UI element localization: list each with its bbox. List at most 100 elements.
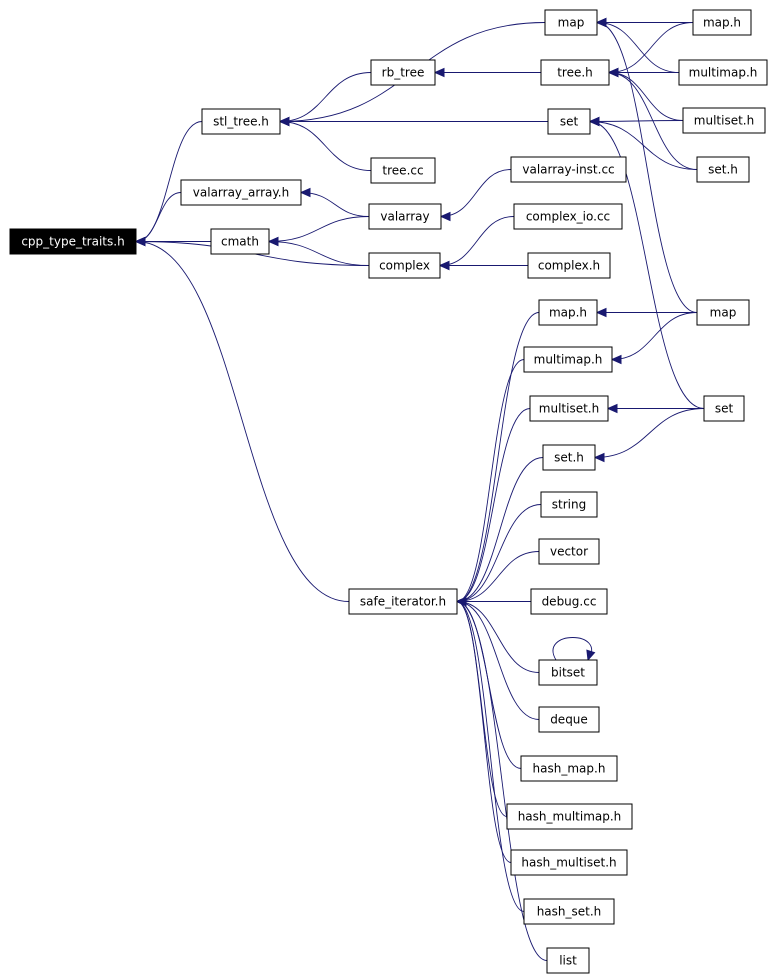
node-deque[interactable]: deque	[538, 706, 600, 733]
node-multiset-h-dbg[interactable]: multiset.h	[529, 395, 609, 422]
edge-complex-io-to-complex	[438, 216, 515, 271]
node-box	[544, 9, 598, 36]
edge-hash-multimap-to-safe-iterator	[455, 596, 508, 817]
node-list[interactable]: list	[546, 947, 590, 974]
node-multimap-h-top[interactable]: multimap.h	[678, 59, 768, 86]
edge-multiset-h-top-to-tree-h	[607, 67, 684, 121]
node-label: rb_tree	[382, 66, 425, 80]
node-box	[678, 59, 768, 86]
edge-line	[456, 601, 512, 863]
node-cmath[interactable]: cmath	[210, 228, 270, 255]
node-safe-iterator[interactable]: safe_iterator.h	[348, 588, 458, 615]
node-label: deque	[550, 713, 588, 727]
node-label: complex.h	[538, 259, 600, 273]
edge-line	[456, 601, 540, 673]
edge-line	[611, 312, 698, 360]
edge-line	[456, 601, 548, 961]
node-cpp-type-traits[interactable]: cpp_type_traits.h	[9, 228, 137, 255]
node-label: map	[710, 306, 737, 320]
edge-line	[552, 637, 592, 661]
node-multiset-h-top[interactable]: multiset.h	[682, 107, 766, 134]
edge-line	[589, 121, 705, 409]
node-set-top[interactable]: set	[547, 108, 591, 135]
edge-line	[456, 601, 540, 720]
edge-multiset-h-dbg-to-safe-iterator	[455, 408, 531, 607]
edge-line	[300, 192, 370, 217]
edge-map-dbg-to-multimap-h-dbg	[610, 312, 698, 365]
node-multimap-h-dbg[interactable]: multimap.h	[523, 346, 613, 373]
edge-set-dbg-to-set-top	[588, 116, 705, 409]
node-label: safe_iterator.h	[360, 595, 446, 609]
node-box	[9, 228, 137, 255]
node-string[interactable]: string	[540, 491, 598, 518]
node-box	[540, 59, 610, 86]
edge-set-dbg-to-multiset-h-dbg	[606, 403, 704, 414]
node-label: complex_io.cc	[526, 210, 610, 224]
node-box	[538, 706, 600, 733]
node-hash-multimap[interactable]: hash_multimap.h	[506, 803, 633, 830]
edge-valarray-to-cmath	[267, 216, 370, 247]
node-label: valarray	[380, 210, 429, 224]
node-box	[513, 203, 623, 230]
node-vector[interactable]: vector	[538, 538, 600, 565]
node-valarray-inst[interactable]: valarray-inst.cc	[510, 156, 627, 183]
node-label: valarray-inst.cc	[522, 163, 614, 177]
node-map-top[interactable]: map	[544, 9, 598, 36]
edge-arrowhead	[134, 236, 146, 247]
node-hash-multiset[interactable]: hash_multiset.h	[510, 849, 628, 876]
node-label: multiset.h	[539, 402, 599, 416]
node-label: tree.cc	[382, 164, 423, 178]
node-box	[703, 395, 745, 422]
node-label: multimap.h	[689, 66, 758, 80]
node-hash-map[interactable]: hash_map.h	[520, 755, 618, 782]
node-box	[542, 444, 596, 471]
node-bitset[interactable]: bitset	[538, 659, 598, 686]
node-complex-io[interactable]: complex_io.cc	[513, 203, 623, 230]
node-label: map.h	[703, 16, 741, 30]
edge-list-to-safe-iterator	[455, 596, 548, 961]
node-box	[530, 588, 608, 615]
edge-line	[135, 121, 203, 242]
edge-arrowhead	[610, 354, 622, 365]
node-stl-tree[interactable]: stl_tree.h	[201, 108, 281, 135]
node-map-dbg[interactable]: map	[696, 299, 750, 326]
node-label: hash_map.h	[533, 762, 606, 776]
edge-line	[596, 22, 698, 313]
node-set-h-dbg[interactable]: set.h	[542, 444, 596, 471]
node-label: multiset.h	[694, 114, 754, 128]
node-valarray-array[interactable]: valarray_array.h	[180, 179, 302, 206]
edge-tree-h-to-rb-tree	[433, 67, 541, 78]
node-box	[538, 538, 600, 565]
node-rb-tree[interactable]: rb_tree	[370, 59, 436, 86]
edge-valarray-array-to-cpp-type-traits	[134, 192, 182, 247]
node-map-h-top[interactable]: map.h	[692, 9, 752, 36]
node-box	[370, 157, 436, 184]
edge-arrowhead	[586, 649, 596, 662]
node-hash-set[interactable]: hash_set.h	[523, 898, 615, 925]
node-box	[692, 9, 752, 36]
node-complex-h[interactable]: complex.h	[527, 252, 611, 279]
edge-valarray-to-valarray-array	[299, 187, 370, 217]
node-label: complex	[379, 259, 430, 273]
edge-arrowhead	[607, 67, 619, 78]
node-complex[interactable]: complex	[368, 252, 441, 279]
node-tree-h[interactable]: tree.h	[540, 59, 610, 86]
edge-arrowhead	[588, 116, 600, 127]
node-valarray[interactable]: valarray	[368, 203, 442, 230]
node-label: debug.cc	[542, 595, 597, 609]
edge-line	[268, 216, 370, 242]
node-set-dbg[interactable]: set	[703, 395, 745, 422]
node-box	[529, 395, 609, 422]
node-tree-cc[interactable]: tree.cc	[370, 157, 436, 184]
node-label: stl_tree.h	[213, 115, 269, 129]
edge-line	[456, 359, 525, 602]
node-map-h-dbg[interactable]: map.h	[538, 299, 598, 326]
edge-set-h-dbg-to-safe-iterator	[455, 457, 544, 607]
edge-arrowhead	[606, 403, 618, 414]
node-debug-cc[interactable]: debug.cc	[530, 588, 608, 615]
edge-line	[268, 241, 370, 266]
node-box	[523, 898, 615, 925]
edge-line	[456, 408, 531, 602]
edge-line	[456, 504, 542, 602]
node-set-h-top[interactable]: set.h	[696, 156, 750, 183]
